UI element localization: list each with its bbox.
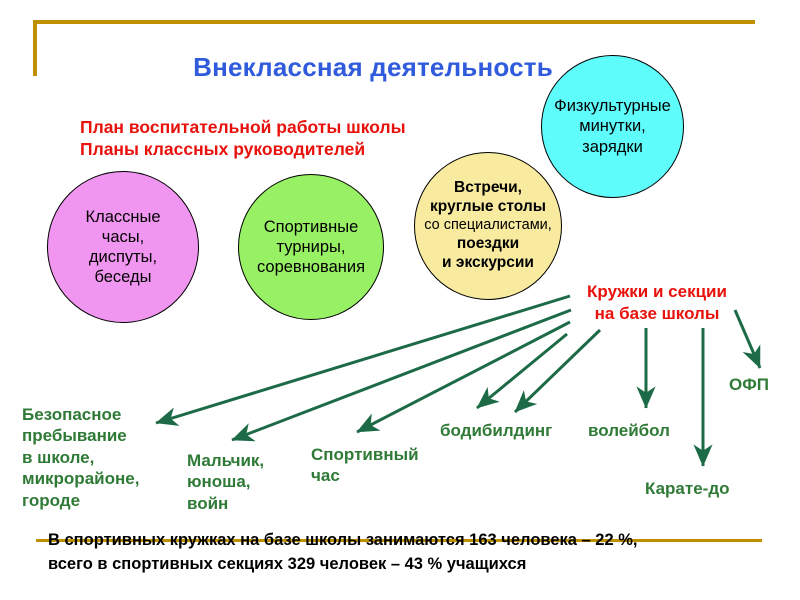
circle-line: беседы: [94, 268, 152, 287]
circle-line: Классные: [85, 207, 161, 226]
plan-block: План воспитательной работы школы Планы к…: [80, 117, 406, 161]
circle-text: Спортивные турниры, соревнования: [257, 217, 365, 277]
arrow-to-bodibilding: [476, 332, 568, 410]
gold-bottom-rule: [36, 539, 762, 542]
kruzhki-line-1: Кружки и секции: [587, 282, 727, 301]
circle-text: Классные часы, диспуты, беседы: [85, 207, 160, 288]
circle-line: турниры,: [276, 237, 346, 256]
label-voleybol: волейбол: [588, 421, 670, 440]
circle-line: Физкультурные: [554, 97, 671, 116]
circle-fizkulturnye-minutki[interactable]: Физкультурные минутки, зарядки: [541, 55, 684, 198]
circle-line: диспуты,: [88, 248, 158, 266]
circle-text: Физкультурные минутки, зарядки: [554, 96, 671, 156]
circle-vstrechi-kruglye-stoly[interactable]: Встречи, круглые столы со специалистами,…: [414, 152, 562, 300]
circle-text: Встречи, круглые столы со специалистами,…: [424, 179, 552, 272]
circle-line: со специалистами,: [424, 217, 552, 234]
circle-line: круглые столы: [430, 198, 546, 216]
circle-sportivnye-turniry[interactable]: Спортивные турниры, соревнования: [238, 174, 384, 320]
page-title: Внеклассная деятельность: [193, 52, 553, 82]
circle-line: и экскурсии: [442, 253, 534, 271]
circle-line: Встречи,: [454, 179, 522, 197]
kruzhki-line-2: на базе школы: [594, 303, 720, 323]
circle-line: минутки,: [579, 117, 646, 136]
plan-line-1: План воспитательной работы школы: [80, 117, 406, 137]
circle-line: поездки: [456, 234, 520, 252]
label-malchik-yunosha-voyn: Мальчик, юноша, войн: [187, 451, 265, 513]
circle-line: соревнования: [256, 258, 366, 277]
plan-line-2: Планы классных руководителей: [80, 138, 366, 159]
label-karate-do: Карате-до: [645, 479, 730, 498]
arrow-to-bodibilding-right: [513, 328, 602, 414]
stats-summary: В спортивных кружках на базе школы заним…: [48, 531, 638, 573]
circle-line: часы,: [101, 227, 145, 246]
label-sportivnyy-chas: Спортивный час: [311, 445, 419, 486]
arrow-to-sport-chas: [356, 320, 571, 434]
circle-line: Спортивные: [263, 217, 359, 236]
label-ofp: ОФП: [729, 375, 769, 394]
arrow-to-bezopasnoe: [155, 294, 571, 426]
gold-left-rule: [33, 20, 37, 76]
label-bezopasnoe-prebyvanie: Безопасное пребывание в школе, микрорайо…: [22, 405, 140, 510]
circle-klassnye-chasy[interactable]: Классные часы, диспуты, беседы: [47, 171, 199, 323]
kruzhki-heading: Кружки и секции на базе школы: [562, 281, 752, 325]
label-bodibilding: бодибилдинг: [440, 421, 553, 440]
circle-line: зарядки: [582, 137, 643, 156]
gold-top-rule: [33, 20, 755, 24]
